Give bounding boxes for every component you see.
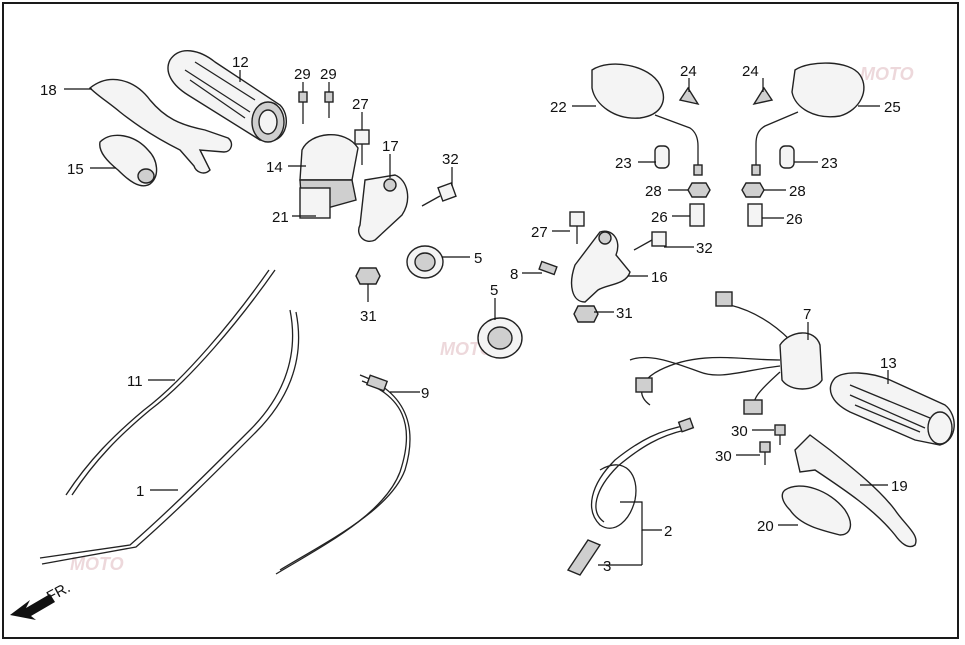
nut-31a [355, 267, 381, 285]
right-grip [829, 372, 955, 446]
bolt-30b [759, 441, 771, 453]
callout-13: 13 [880, 355, 897, 372]
callout-27b: 27 [531, 224, 548, 241]
adjuster-boot [566, 539, 602, 576]
callout-24a: 24 [680, 63, 697, 80]
bolt-32b [651, 231, 667, 247]
leader-lines [64, 70, 889, 566]
callout-15: 15 [67, 161, 84, 178]
callout-labels: 18 12 29 29 27 15 14 17 32 21 5 31 11 9 … [40, 54, 908, 575]
brake-lever [794, 434, 917, 548]
front-brake-switch-cable [279, 374, 411, 571]
callout-23b: 23 [821, 155, 838, 172]
nut-31b [573, 305, 599, 323]
callout-23a: 23 [615, 155, 632, 172]
callout-12: 12 [232, 54, 249, 71]
bolt-29b [324, 91, 334, 103]
front-direction-arrow [10, 594, 55, 620]
right-switch-assembly [629, 291, 823, 415]
brake-switch-8 [538, 260, 558, 276]
callout-17: 17 [382, 138, 399, 155]
callout-21: 21 [272, 209, 289, 226]
callout-29b: 29 [320, 66, 337, 83]
callout-16: 16 [651, 269, 668, 286]
callout-29a: 29 [294, 66, 311, 83]
callout-26b: 26 [786, 211, 803, 228]
callout-2: 2 [664, 523, 672, 540]
callout-20: 20 [757, 518, 774, 535]
choke-cable [71, 269, 276, 496]
callout-30b: 30 [715, 448, 732, 465]
mirror-cap-24a [678, 86, 700, 106]
callout-31b: 31 [616, 305, 633, 322]
callout-19: 19 [891, 478, 908, 495]
brake-lever-cover [781, 485, 852, 536]
callout-8: 8 [510, 266, 518, 283]
callout-7: 7 [803, 306, 811, 323]
svg-text:MOTO: MOTO [860, 64, 914, 84]
clutch-cable [590, 424, 689, 529]
throttle-cable [39, 309, 294, 559]
callout-5b: 5 [490, 282, 498, 299]
bolt-30a [774, 424, 786, 436]
callout-11: 11 [127, 373, 143, 390]
callout-25: 25 [884, 99, 901, 116]
adapter-26b [747, 203, 763, 227]
callout-32a: 32 [442, 151, 459, 168]
clutch-perch-clamp [358, 174, 409, 242]
callout-26a: 26 [651, 209, 668, 226]
callout-24b: 24 [742, 63, 759, 80]
right-mirror [751, 62, 865, 176]
bolt-29a [298, 91, 308, 103]
callout-22: 22 [550, 99, 567, 116]
mirror-cap-24b [752, 86, 774, 106]
boot-23a [654, 145, 670, 169]
left-mirror [591, 63, 703, 176]
diagram-frame [2, 2, 959, 639]
callout-28a: 28 [645, 183, 662, 200]
nut-28a [687, 182, 711, 198]
bolt-27a [354, 129, 370, 145]
callout-3: 3 [603, 558, 611, 575]
callout-32b: 32 [696, 240, 713, 257]
clutch-lever [88, 78, 233, 174]
callout-14: 14 [266, 159, 283, 176]
callout-31a: 31 [360, 308, 377, 325]
adapter-26a [689, 203, 705, 227]
callout-28b: 28 [789, 183, 806, 200]
boot-23b [779, 145, 795, 169]
callout-9: 9 [421, 385, 429, 402]
callout-5a: 5 [474, 250, 482, 267]
bolt-32a [437, 182, 457, 202]
left-grip [167, 50, 287, 143]
svg-text:MOTO: MOTO [70, 554, 124, 574]
brake-perch-clamp [570, 230, 631, 303]
callout-30a: 30 [731, 423, 748, 440]
nut-28b [741, 182, 765, 198]
callout-18: 18 [40, 82, 57, 99]
left-switch-housing [299, 133, 359, 219]
bolt-27b [569, 211, 585, 227]
callout-27a: 27 [352, 96, 369, 113]
callout-1: 1 [136, 483, 144, 500]
